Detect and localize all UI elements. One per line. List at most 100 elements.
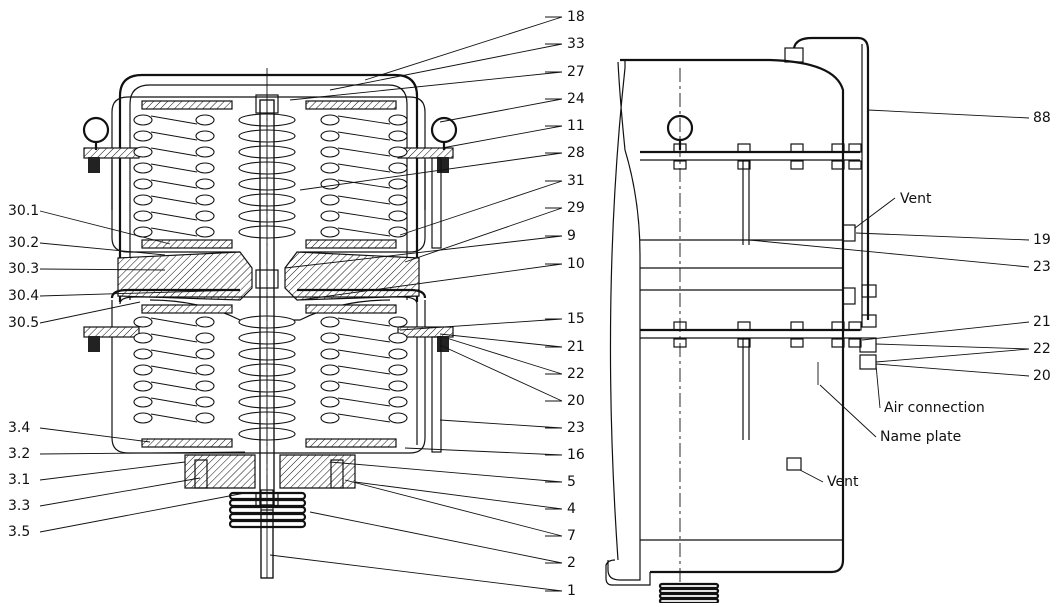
spring-wire bbox=[337, 397, 391, 407]
spring-coil bbox=[320, 178, 340, 190]
spring-coil bbox=[320, 194, 340, 206]
label-2: 2 bbox=[567, 555, 576, 571]
clamp-tube-upper bbox=[431, 157, 442, 249]
leader-line bbox=[404, 447, 563, 456]
exterior-boot-fold bbox=[658, 597, 720, 605]
boot-fold bbox=[228, 519, 307, 529]
spring-coil bbox=[388, 332, 408, 344]
leader-line bbox=[39, 268, 166, 271]
bolt-nut bbox=[831, 160, 845, 170]
label-20: 20 bbox=[567, 393, 585, 409]
spring-wire bbox=[337, 365, 391, 375]
leader-line bbox=[329, 461, 563, 483]
spring-coil bbox=[388, 412, 408, 424]
spring-wire bbox=[150, 381, 198, 391]
leader-line bbox=[344, 479, 563, 537]
leader-line bbox=[284, 235, 563, 269]
vent-label-bottom: Vent bbox=[827, 474, 859, 490]
flange-bolts bbox=[673, 143, 862, 348]
label-30-1: 30.1 bbox=[8, 203, 39, 219]
spring-coil bbox=[388, 380, 408, 392]
exterior-boot-fold bbox=[658, 592, 720, 600]
label-5: 5 bbox=[567, 474, 576, 490]
leader-line bbox=[439, 333, 563, 348]
label-30-3: 30.3 bbox=[8, 261, 39, 277]
spring-coil bbox=[388, 364, 408, 376]
bolt-head bbox=[848, 321, 862, 331]
spring-wire bbox=[337, 227, 391, 237]
label-27: 27 bbox=[567, 64, 585, 80]
label-9: 9 bbox=[567, 228, 576, 244]
label-3-5: 3.5 bbox=[8, 524, 30, 540]
label-28: 28 bbox=[567, 145, 585, 161]
spring-wire bbox=[150, 397, 198, 407]
lower-housing bbox=[110, 288, 427, 299]
spring-seats bbox=[141, 100, 397, 448]
leader-line bbox=[399, 318, 563, 331]
spring-coil bbox=[320, 396, 340, 408]
spring-coil bbox=[320, 114, 340, 126]
spring-coil bbox=[195, 348, 215, 360]
leader-line bbox=[39, 210, 171, 245]
leader-line bbox=[39, 242, 166, 256]
spring-wire bbox=[150, 163, 198, 173]
bolt-head bbox=[737, 321, 751, 331]
label-7: 7 bbox=[567, 528, 576, 544]
leader-line bbox=[39, 492, 246, 533]
bolt-head bbox=[848, 143, 862, 153]
leader-line bbox=[439, 335, 563, 375]
label-19: 19 bbox=[1033, 232, 1051, 248]
bolt-head bbox=[790, 321, 804, 331]
spring-coil bbox=[133, 130, 153, 142]
spring-coil bbox=[320, 146, 340, 158]
spring-coil bbox=[195, 396, 215, 408]
label-22: 22 bbox=[567, 366, 585, 382]
spring-coil bbox=[320, 348, 340, 360]
exterior-boot-fold bbox=[658, 582, 720, 590]
spring-wire bbox=[150, 317, 198, 327]
label-18: 18 bbox=[567, 9, 585, 25]
label-22-right: 22 bbox=[1033, 341, 1051, 357]
spring-coil bbox=[320, 162, 340, 174]
left-label-group: 30.1 30.2 30.3 30.4 30.5 3.4 3.2 3.1 3.3… bbox=[8, 203, 39, 540]
label-30-2: 30.2 bbox=[8, 235, 39, 251]
bolt-nut bbox=[848, 160, 862, 170]
air-connection-fitting bbox=[859, 337, 877, 353]
boot-fold bbox=[228, 498, 307, 508]
leader-line bbox=[404, 207, 563, 263]
spring-wire bbox=[150, 413, 198, 423]
spring-wire bbox=[150, 211, 198, 221]
vent-fitting-top bbox=[842, 224, 856, 242]
spring-coil bbox=[133, 194, 153, 206]
spring-wire bbox=[150, 131, 198, 141]
name-plate-label: Name plate bbox=[880, 429, 961, 445]
spring-coil bbox=[133, 364, 153, 376]
spring-coil bbox=[388, 226, 408, 238]
bolt-head bbox=[831, 143, 845, 153]
spring-wire bbox=[150, 227, 198, 237]
leader-line bbox=[309, 511, 563, 564]
spring-coil bbox=[195, 316, 215, 328]
exterior-boot-fold bbox=[658, 587, 720, 595]
sectional-view bbox=[82, 68, 458, 579]
spring-coil bbox=[133, 380, 153, 392]
spring-wire bbox=[337, 333, 391, 343]
exterior-body bbox=[607, 60, 641, 581]
spring-coil bbox=[133, 348, 153, 360]
right-label-group: 88 19 23 21 22 20 Vent Air connection Na… bbox=[827, 110, 1051, 490]
label-4: 4 bbox=[567, 501, 576, 517]
label-3-2: 3.2 bbox=[8, 446, 30, 462]
leader-line bbox=[39, 451, 246, 455]
spring-coil bbox=[388, 130, 408, 142]
leader-line bbox=[39, 461, 186, 481]
leader-line bbox=[867, 109, 1030, 119]
spring-wire bbox=[337, 349, 391, 359]
spring-wire bbox=[150, 147, 198, 157]
leader-line bbox=[329, 43, 563, 91]
spring-coil bbox=[320, 316, 340, 328]
label-88: 88 bbox=[1033, 110, 1051, 126]
boot-fold bbox=[228, 512, 307, 522]
leader-line bbox=[439, 344, 563, 402]
leader-line bbox=[299, 263, 563, 301]
top-fitting bbox=[784, 47, 804, 63]
